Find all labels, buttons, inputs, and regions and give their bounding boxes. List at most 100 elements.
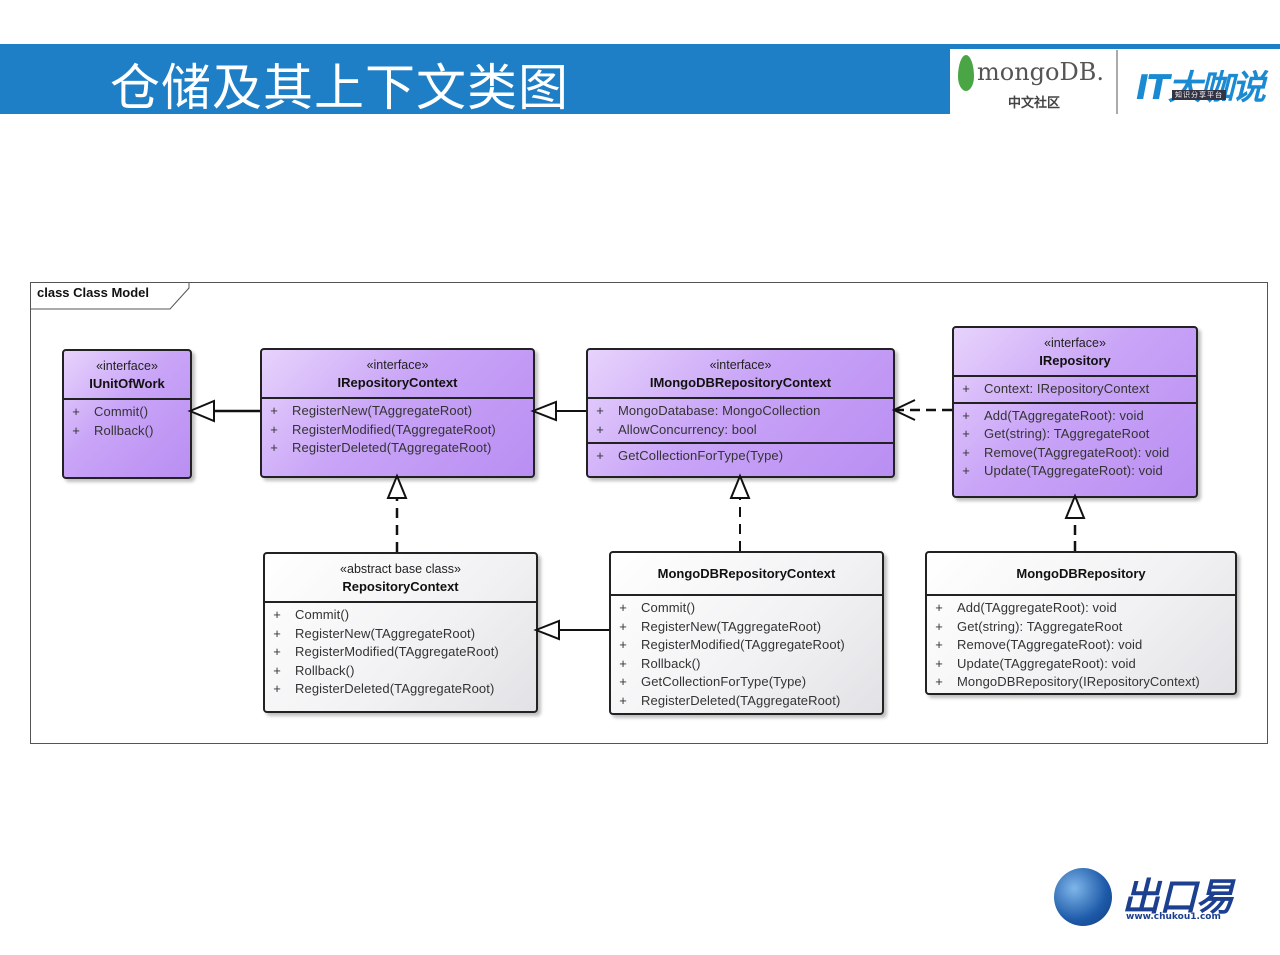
chukou1-logo: 出口易 www.chukou1.com xyxy=(1050,862,1250,932)
member-signature: GetCollectionForType(Type) xyxy=(641,674,807,689)
it-daka-logo-subtitle: 知识分享平台 xyxy=(1172,90,1226,100)
class-name: IMongoDBRepositoryContext xyxy=(649,375,832,390)
operations-section: +Commit()+RegisterNew(TAggregateRoot)+Re… xyxy=(265,603,536,702)
visibility-public-icon: + xyxy=(596,448,604,463)
visibility-public-icon: + xyxy=(962,407,970,423)
visibility-public-icon: + xyxy=(72,404,80,419)
chukou1-logo-text: 出口易 xyxy=(1122,875,1234,919)
class-box-mongodbrepositorycontext[interactable]: MongoDBRepositoryContext+Commit()+Regist… xyxy=(609,551,884,715)
member-signature: RegisterNew(TAggregateRoot) xyxy=(641,618,822,634)
class-header: MongoDBRepositoryContext xyxy=(611,553,882,596)
class-header: «abstract base class»RepositoryContext xyxy=(265,554,536,603)
class-member[interactable]: +Get(string): TAggregateRoot xyxy=(954,425,1196,444)
class-member[interactable]: + Commit() xyxy=(265,606,536,625)
member-signature: Update(TAggregateRoot): void xyxy=(984,463,1163,478)
visibility-public-icon: + xyxy=(619,600,627,615)
member-signature: GetCollectionForType(Type) xyxy=(618,448,784,463)
visibility-public-icon: + xyxy=(273,625,281,641)
class-member[interactable]: +Rollback() xyxy=(611,655,882,674)
visibility-public-icon: + xyxy=(935,637,943,652)
class-member[interactable]: + Commit() xyxy=(64,403,190,422)
class-stereotype: «interface» xyxy=(709,358,772,372)
class-member[interactable]: +Rollback() xyxy=(64,422,190,441)
operations-section: + Add(TAggregateRoot): void + Get(string): … xyxy=(927,596,1235,695)
member-signature: Remove(TAggregateRoot): void xyxy=(957,637,1143,652)
visibility-public-icon: + xyxy=(72,422,80,438)
visibility-public-icon: + xyxy=(273,644,281,659)
member-signature: RegisterNew(TAggregateRoot) xyxy=(292,403,473,418)
class-member[interactable]: +Update(TAggregateRoot): void xyxy=(927,655,1235,674)
member-signature: Rollback() xyxy=(641,655,701,671)
member-signature: Commit() xyxy=(295,607,350,622)
operations-section: + GetCollectionForType(Type) xyxy=(588,442,893,469)
visibility-public-icon: + xyxy=(962,381,970,396)
class-member[interactable]: + Add(TAggregateRoot): void xyxy=(927,599,1235,618)
member-signature: RegisterNew(TAggregateRoot) xyxy=(295,625,476,641)
class-box-iunitofwork[interactable]: «interface»IUnitOfWork + Commit() +Rollback… xyxy=(62,349,192,479)
member-signature: RegisterModified(TAggregateRoot) xyxy=(295,644,499,659)
class-member[interactable]: + GetCollectionForType(Type) xyxy=(588,447,893,466)
operations-section: +Add(TAggregateRoot): void+Get(string): … xyxy=(954,401,1196,484)
member-signature: AllowConcurrency: bool xyxy=(618,421,757,437)
class-member[interactable]: +RegisterDeleted(TAggregateRoot) xyxy=(265,680,536,699)
class-member[interactable]: +RegisterDeleted(TAggregateRoot) xyxy=(611,692,882,711)
class-box-imongodbrepositorycontext[interactable]: «interface»IMongoDBRepositoryContext+Mon… xyxy=(586,348,895,478)
class-member[interactable]: + Rollback() xyxy=(265,662,536,681)
member-signature: Remove(TAggregateRoot): void xyxy=(984,444,1170,460)
visibility-public-icon: + xyxy=(619,674,627,689)
class-member[interactable]: +RegisterModified(TAggregateRoot) xyxy=(262,421,533,440)
class-box-mongodbrepository[interactable]: MongoDBRepository+Add(TAggregateRoot): v… xyxy=(925,551,1237,695)
class-member[interactable]: +RegisterModified(TAggregateRoot) xyxy=(611,636,882,655)
visibility-public-icon: + xyxy=(619,637,627,652)
class-box-irepository[interactable]: «interface»IRepository +Context: IReposit… xyxy=(952,326,1198,498)
class-member[interactable]: + RegisterNew(TAggregateRoot) xyxy=(265,625,536,644)
class-member[interactable]: + Remove(TAggregateRoot): void xyxy=(954,444,1196,463)
class-member[interactable]: +RegisterNew(TAggregateRoot) xyxy=(262,402,533,421)
class-name: IRepositoryContext xyxy=(337,375,458,390)
visibility-public-icon: + xyxy=(270,440,278,455)
visibility-public-icon: + xyxy=(962,444,970,460)
member-signature: Commit() xyxy=(94,404,149,419)
class-member[interactable]: + Get(string): TAggregateRoot xyxy=(927,618,1235,637)
mongodb-leaf-icon xyxy=(958,55,974,91)
class-member[interactable]: +RegisterNew(TAggregateRoot) xyxy=(611,618,882,637)
visibility-public-icon: + xyxy=(935,618,943,634)
visibility-public-icon: + xyxy=(935,674,943,689)
visibility-public-icon: + xyxy=(935,600,943,615)
class-stereotype: «interface» xyxy=(366,358,429,372)
class-member[interactable]: + MongoDBRepository(IRepositoryContext) xyxy=(927,673,1235,692)
member-signature: Commit() xyxy=(641,600,696,615)
class-member[interactable]: + RegisterModified(TAggregateRoot) xyxy=(265,643,536,662)
visibility-public-icon: + xyxy=(962,463,970,478)
member-signature: RegisterDeleted(TAggregateRoot) xyxy=(641,692,841,708)
visibility-public-icon: + xyxy=(935,655,943,671)
class-member[interactable]: + Add(TAggregateRoot): void xyxy=(954,407,1196,426)
member-signature: Rollback() xyxy=(295,662,355,678)
member-signature: Get(string): TAggregateRoot xyxy=(957,618,1123,634)
class-member[interactable]: + GetCollectionForType(Type) xyxy=(611,673,882,692)
class-header: «interface»IUnitOfWork xyxy=(64,351,190,400)
globe-icon xyxy=(1054,868,1112,926)
class-member[interactable]: + Remove(TAggregateRoot): void xyxy=(927,636,1235,655)
class-member[interactable]: +Context: IRepositoryContext xyxy=(954,380,1196,399)
class-name: IUnitOfWork xyxy=(89,376,165,391)
class-name: IRepository xyxy=(1039,353,1111,368)
class-member[interactable]: + Commit() xyxy=(611,599,882,618)
class-member[interactable]: + Update(TAggregateRoot): void xyxy=(954,462,1196,481)
visibility-public-icon: + xyxy=(273,607,281,622)
visibility-public-icon: + xyxy=(273,662,281,678)
operations-section: +RegisterNew(TAggregateRoot)+RegisterMod… xyxy=(262,399,533,461)
class-box-irepositorycontext[interactable]: «interface»IRepositoryContext+RegisterNe… xyxy=(260,348,535,478)
member-signature: Add(TAggregateRoot): void xyxy=(957,600,1117,615)
operations-section: + Commit() +Rollback() xyxy=(64,400,190,443)
class-member[interactable]: +RegisterDeleted(TAggregateRoot) xyxy=(262,439,533,458)
attributes-section: +MongoDatabase: MongoCollection+AllowCon… xyxy=(588,399,893,442)
class-header: «interface»IRepository xyxy=(954,328,1196,377)
member-signature: Get(string): TAggregateRoot xyxy=(984,426,1150,441)
class-box-repositorycontext[interactable]: «abstract base class»RepositoryContext + C… xyxy=(263,552,538,713)
class-member[interactable]: +MongoDatabase: MongoCollection xyxy=(588,402,893,421)
member-signature: MongoDatabase: MongoCollection xyxy=(618,403,821,418)
member-signature: MongoDBRepository(IRepositoryContext) xyxy=(957,674,1200,689)
class-member[interactable]: +AllowConcurrency: bool xyxy=(588,421,893,440)
member-signature: Add(TAggregateRoot): void xyxy=(984,407,1144,423)
